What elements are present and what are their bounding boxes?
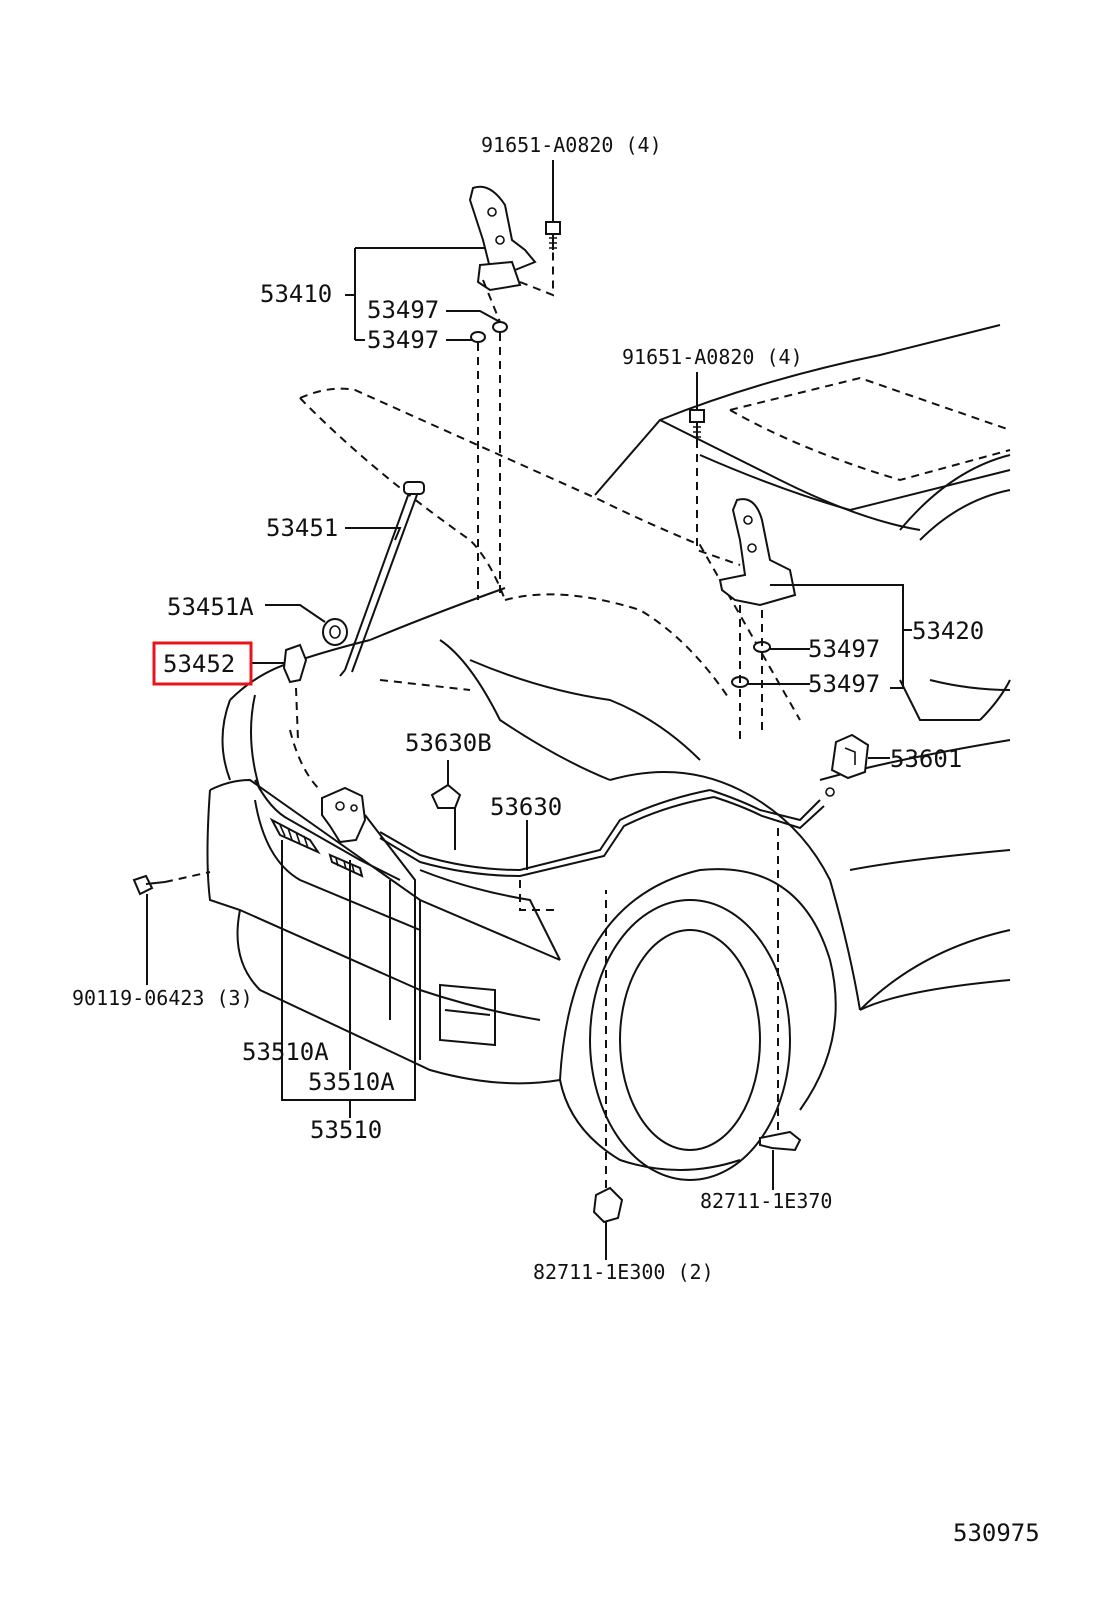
hood-hinge-rh	[696, 440, 797, 740]
label-hinge-rh[interactable]: 53420	[912, 617, 984, 645]
hood-lock-assembly	[269, 786, 825, 878]
cable-clamp	[430, 783, 462, 850]
label-cable[interactable]: 53630	[490, 793, 562, 821]
hood-release-lever	[825, 733, 870, 797]
car-body-outline	[206, 324, 1011, 1181]
label-lock-a2[interactable]: 53510A	[308, 1068, 395, 1096]
rod-clamp-part	[282, 643, 308, 741]
label-cushion-1[interactable]: 53497	[367, 296, 439, 324]
bolt-right	[689, 409, 705, 440]
clip-bottom	[592, 890, 624, 1224]
label-lock[interactable]: 53510	[310, 1116, 382, 1144]
hood-support-rod	[339, 481, 425, 677]
hood-hinge-lh	[468, 185, 554, 600]
label-bolt-top[interactable]: 91651-A0820 (4)	[481, 133, 662, 157]
leader-lines	[146, 160, 912, 1260]
label-clamp-b[interactable]: 53630B	[405, 729, 492, 757]
label-cushion-4[interactable]: 53497	[808, 670, 880, 698]
diagram-id: 530975	[953, 1519, 1040, 1547]
label-rod-clamp[interactable]: 53452	[163, 650, 235, 678]
label-hinge-lh[interactable]: 53410	[260, 280, 332, 308]
label-lever[interactable]: 53601	[890, 745, 962, 773]
part-labels: 91651-A0820 (4) 53410 53497 53497 91651-…	[72, 133, 1040, 1547]
label-cushion-2[interactable]: 53497	[367, 326, 439, 354]
highlight-box	[152, 641, 253, 686]
label-rod-holder[interactable]: 53451A	[167, 593, 254, 621]
label-clip-bottom[interactable]: 82711-1E300 (2)	[533, 1260, 714, 1284]
clip-right	[759, 820, 802, 1152]
label-support-rod[interactable]: 53451	[266, 514, 338, 542]
rod-holder-part	[322, 618, 348, 646]
bolt-front	[132, 871, 211, 896]
label-bolt-right[interactable]: 91651-A0820 (4)	[622, 345, 803, 369]
label-cushion-3[interactable]: 53497	[808, 635, 880, 663]
label-lock-a1[interactable]: 53510A	[242, 1038, 329, 1066]
label-clip-right[interactable]: 82711-1E370	[700, 1189, 832, 1213]
bolt-top	[545, 221, 561, 250]
label-bolt-front[interactable]: 90119-06423 (3)	[72, 986, 253, 1010]
